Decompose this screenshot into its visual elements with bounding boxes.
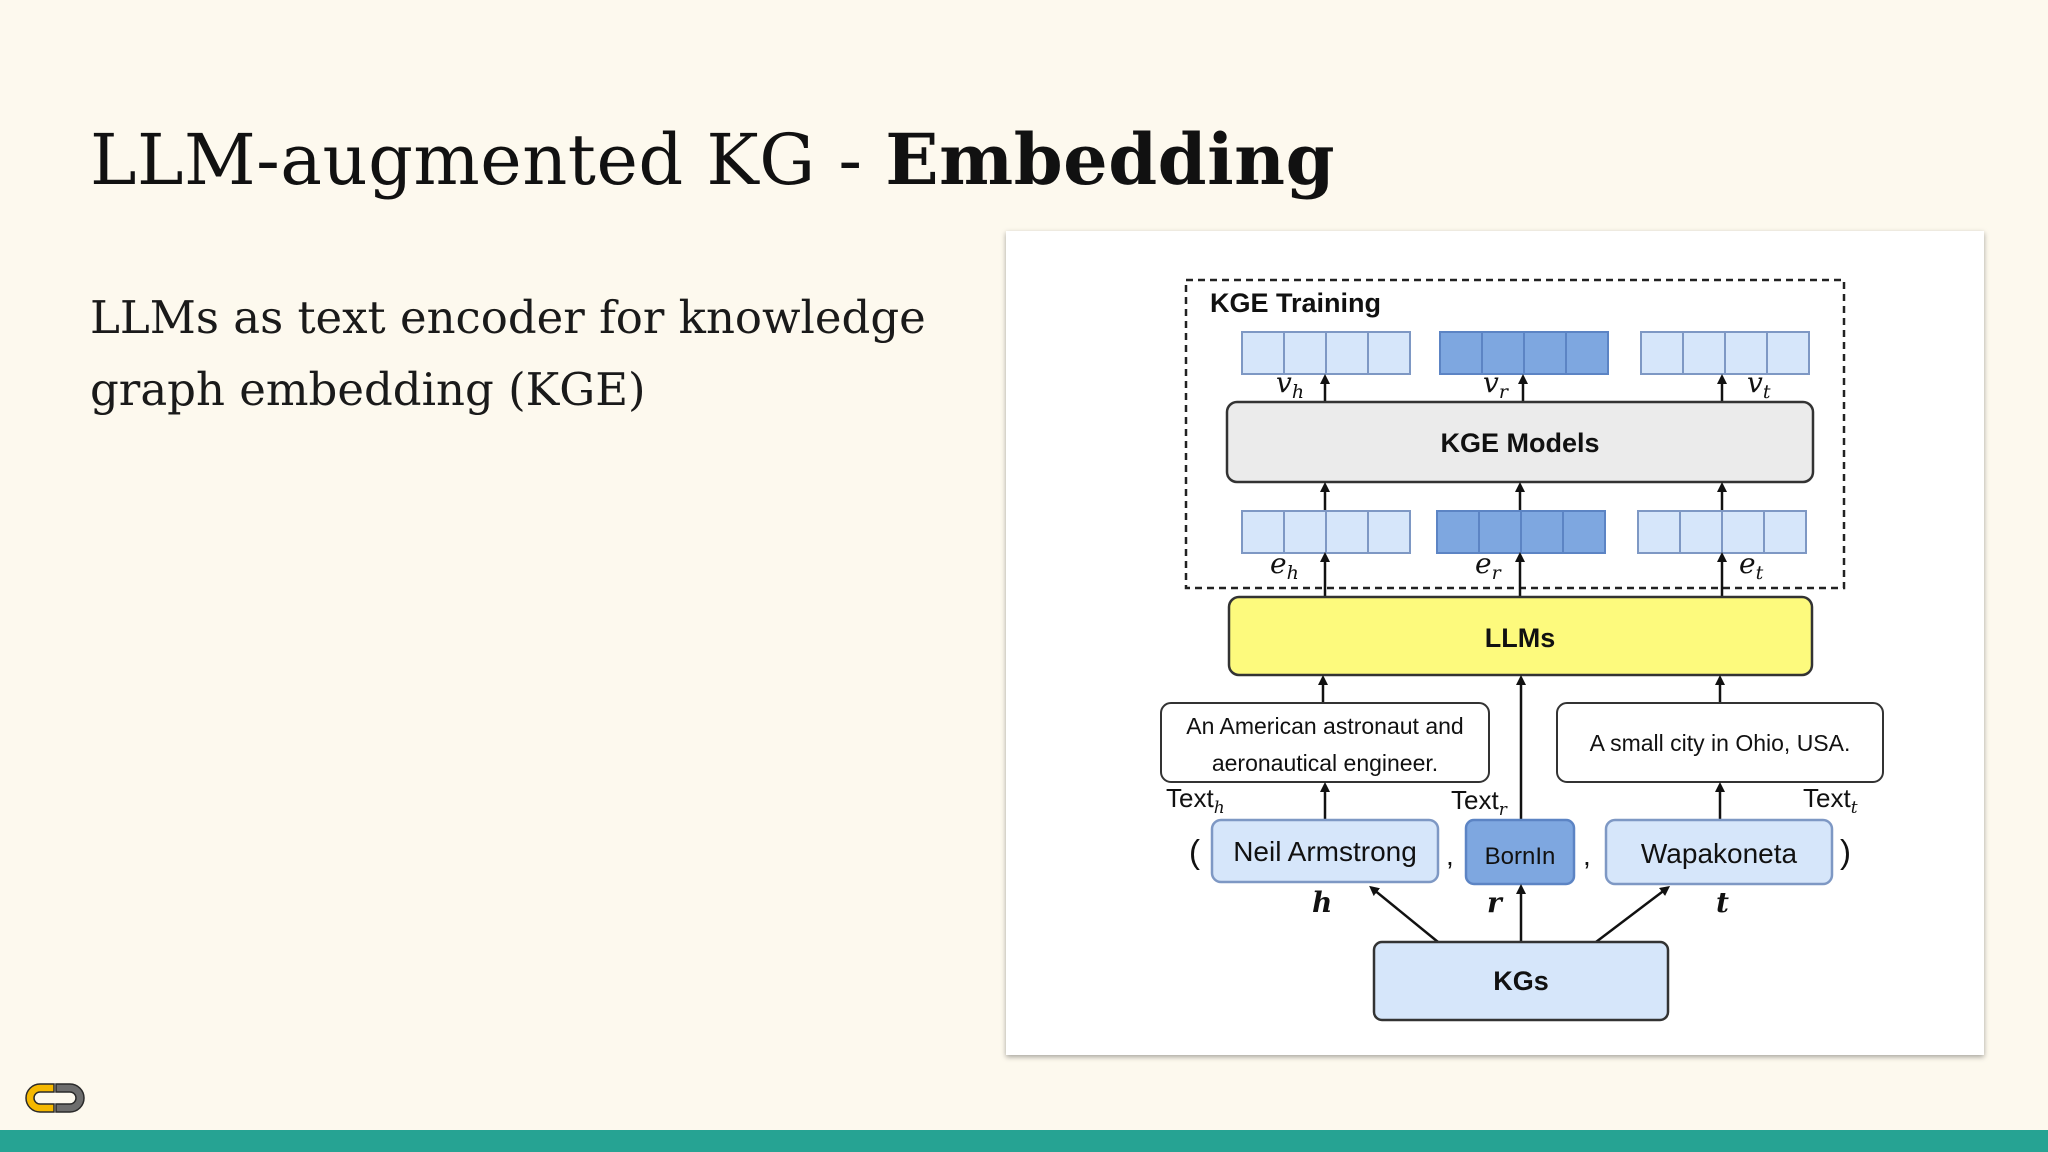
label-text-t: Textt	[1803, 783, 1858, 818]
label-v-h: vh	[1276, 366, 1304, 403]
triple-close-paren: )	[1840, 833, 1851, 870]
arrow-kgs-to-head	[1369, 885, 1439, 943]
entity-tail-label: Wapakoneta	[1641, 838, 1798, 869]
label-e-r: er	[1475, 547, 1503, 584]
title-regular: LLM-augmented KG -	[90, 119, 886, 201]
entity-head-label: Neil Armstrong	[1233, 836, 1417, 867]
vector-v-r	[1439, 331, 1609, 375]
triple-comma-2: ,	[1583, 840, 1591, 871]
kge-training-label: KGE Training	[1210, 288, 1381, 318]
bottom-accent-bar	[0, 1130, 2048, 1152]
label-text-r: Textr	[1451, 785, 1508, 820]
kgs-label: KGs	[1493, 966, 1549, 996]
kge-training-region	[1184, 278, 1846, 590]
kgs-box	[1372, 940, 1670, 1022]
label-e-h: eh	[1270, 547, 1299, 584]
label-e-t: et	[1739, 547, 1764, 584]
label-v-r: vr	[1483, 366, 1510, 403]
vector-v-h	[1241, 331, 1411, 375]
kge-diagram: KGE Training vh vr vt KGE	[1160, 278, 1884, 1022]
relation-label: BornIn	[1485, 843, 1556, 870]
llms-label: LLMs	[1485, 623, 1556, 653]
entity-head-box	[1210, 818, 1440, 884]
vector-e-h	[1241, 510, 1411, 554]
title-bold: Embedding	[885, 118, 1336, 201]
triple-open-paren: (	[1189, 833, 1200, 870]
triple-comma-1: ,	[1446, 840, 1454, 871]
triple-label-r: r	[1487, 886, 1504, 919]
triple-label-h: h	[1312, 886, 1332, 919]
vector-e-r	[1436, 510, 1606, 554]
label-text-h: Texth	[1166, 783, 1225, 818]
triple-label-t: t	[1716, 886, 1729, 919]
text-t-line: A small city in Ohio, USA.	[1590, 730, 1851, 756]
text-h-line2: aeronautical engineer.	[1212, 750, 1438, 776]
figure-card: KGE Training vh vr vt KGE	[1006, 231, 1984, 1055]
entity-tail-box	[1604, 818, 1834, 886]
kge-models-label: KGE Models	[1440, 428, 1599, 458]
slide-title: LLM-augmented KG - Embedding	[90, 118, 1335, 201]
label-v-t: vt	[1747, 366, 1771, 403]
text-h-line1: An American astronaut and	[1186, 713, 1463, 739]
vector-v-t	[1640, 331, 1810, 375]
arrow-kgs-to-tail	[1595, 885, 1670, 943]
brand-logo-icon	[25, 1083, 85, 1113]
vector-e-t	[1637, 510, 1807, 554]
body-text: LLMs as text encoder for knowledge graph…	[90, 291, 926, 416]
